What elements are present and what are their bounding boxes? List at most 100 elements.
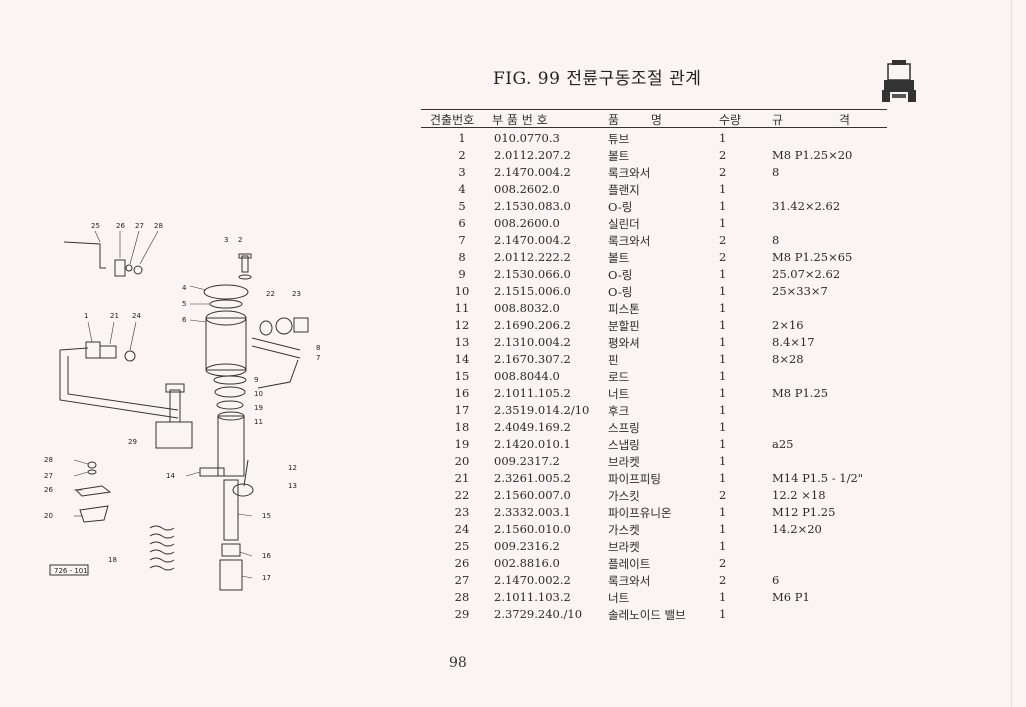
cell-part-number: 2.3729.240./10 — [494, 607, 583, 621]
cell-specification: 14.2×20 — [772, 522, 822, 536]
callout-label: 14 — [166, 472, 175, 480]
cell-specification: M14 P1.5 - 1/2" — [772, 471, 864, 485]
cell-part-number: 008.2600.0 — [494, 216, 560, 230]
callout-label: 21 — [110, 312, 119, 320]
page-number: 98 — [449, 655, 467, 671]
callout-label: 10 — [254, 390, 263, 398]
cell-part-number: 2.1690.206.2 — [494, 318, 571, 332]
cell-part-name: O-링 — [608, 200, 633, 214]
cell-callout-number: 8 — [458, 250, 466, 264]
cell-quantity: 1 — [719, 454, 727, 468]
cell-callout-number: 29 — [454, 607, 470, 621]
cell-callout-number: 17 — [454, 403, 470, 417]
cell-part-number: 008.8032.0 — [494, 301, 560, 315]
callout-label: 24 — [132, 312, 141, 320]
callout-label: 18 — [108, 556, 117, 564]
cell-quantity: 1 — [719, 131, 727, 145]
callout-label: 16 — [262, 552, 271, 560]
cell-quantity: 1 — [719, 471, 727, 485]
cell-part-name: 파이프피팅 — [608, 472, 661, 486]
cell-quantity: 1 — [719, 522, 727, 536]
cell-part-number: 008.2602.0 — [494, 182, 560, 196]
cell-part-number: 2.1470.004.2 — [494, 233, 571, 247]
cell-part-number: 2.4049.169.2 — [494, 420, 571, 434]
cell-part-name: 평와셔 — [608, 336, 640, 350]
callout-label: 12 — [288, 464, 297, 472]
cell-callout-number: 20 — [454, 454, 470, 468]
cell-part-number: 2.1515.006.0 — [494, 284, 571, 298]
diagram-reference: 726 - 101 — [54, 567, 88, 575]
cell-specification: 6 — [772, 573, 780, 587]
cell-callout-number: 18 — [454, 420, 470, 434]
cell-quantity: 1 — [719, 182, 727, 196]
cell-part-name: O-링 — [608, 268, 633, 282]
callout-label: 6 — [182, 316, 187, 324]
table-top-rule — [421, 109, 887, 110]
cell-callout-number: 21 — [454, 471, 470, 485]
callout-label: 15 — [262, 512, 271, 520]
cell-callout-number: 6 — [458, 216, 466, 230]
cell-quantity: 1 — [719, 284, 727, 298]
cell-part-name: 록크와서 — [608, 574, 651, 588]
cell-part-name: 분할핀 — [608, 319, 640, 333]
cell-specification: 8×28 — [772, 352, 804, 366]
cell-callout-number: 15 — [454, 369, 470, 383]
callout-label: 1 — [84, 312, 88, 320]
cell-part-number: 002.8816.0 — [494, 556, 560, 570]
cell-part-number: 2.3332.003.1 — [494, 505, 571, 519]
cell-part-number: 2.1470.002.2 — [494, 573, 571, 587]
cell-part-name: 록크와서 — [608, 166, 651, 180]
cell-quantity: 1 — [719, 420, 727, 434]
cell-callout-number: 24 — [454, 522, 470, 536]
cell-part-number: 2.1530.083.0 — [494, 199, 571, 213]
cell-part-name: 가스켓 — [608, 523, 640, 537]
cell-part-number: 2.0112.207.2 — [494, 148, 571, 162]
cell-specification: M8 P1.25×20 — [772, 148, 853, 162]
cell-specification: 8.4×17 — [772, 335, 815, 349]
cell-part-name: 스프링 — [608, 421, 640, 435]
cell-quantity: 1 — [719, 335, 727, 349]
cell-part-name: 로드 — [608, 370, 630, 384]
cell-callout-number: 7 — [458, 233, 466, 247]
callout-label: 19 — [254, 404, 263, 412]
cell-specification: M12 P1.25 — [772, 505, 836, 519]
cell-part-name: 솔레노이드 밸브 — [608, 608, 686, 622]
cell-specification: 25.07×2.62 — [772, 267, 841, 281]
column-header-no: 견출번호 — [430, 113, 475, 127]
cell-specification: 25×33×7 — [772, 284, 828, 298]
callout-label: 26 — [44, 486, 53, 494]
cell-quantity: 1 — [719, 437, 727, 451]
cell-specification: 2×16 — [772, 318, 804, 332]
cell-callout-number: 27 — [454, 573, 470, 587]
cell-part-number: 2.0112.222.2 — [494, 250, 571, 264]
callout-label: 2 — [238, 236, 242, 244]
cell-part-name: 가스킷 — [608, 489, 640, 503]
cell-part-name: 스냅링 — [608, 438, 640, 452]
cell-quantity: 1 — [719, 352, 727, 366]
column-header-qty: 수량 — [719, 113, 742, 127]
callout-label: 26 — [116, 222, 125, 230]
cell-callout-number: 12 — [454, 318, 470, 332]
cell-quantity: 1 — [719, 505, 727, 519]
cell-callout-number: 5 — [458, 199, 466, 213]
cell-part-name: 실린더 — [608, 217, 640, 231]
cell-quantity: 1 — [719, 301, 727, 315]
cell-part-name: 플랜지 — [608, 183, 640, 197]
cell-part-number: 2.3261.005.2 — [494, 471, 571, 485]
cell-part-number: 2.1011.105.2 — [494, 386, 571, 400]
cell-specification: 12.2 ×18 — [772, 488, 826, 502]
callout-label: 8 — [316, 344, 320, 352]
callout-label: 23 — [292, 290, 301, 298]
cell-callout-number: 16 — [454, 386, 470, 400]
callout-label: 11 — [254, 418, 263, 426]
cell-part-name: 너트 — [608, 591, 630, 605]
callout-label: 28 — [154, 222, 163, 230]
cell-part-number: 009.2317.2 — [494, 454, 560, 468]
table-header-rule — [421, 127, 887, 128]
cell-specification: a25 — [772, 437, 794, 451]
cell-part-number: 2.1011.103.2 — [494, 590, 571, 604]
cell-quantity: 1 — [719, 590, 727, 604]
callout-label: 28 — [44, 456, 53, 464]
cell-quantity: 2 — [719, 556, 727, 570]
